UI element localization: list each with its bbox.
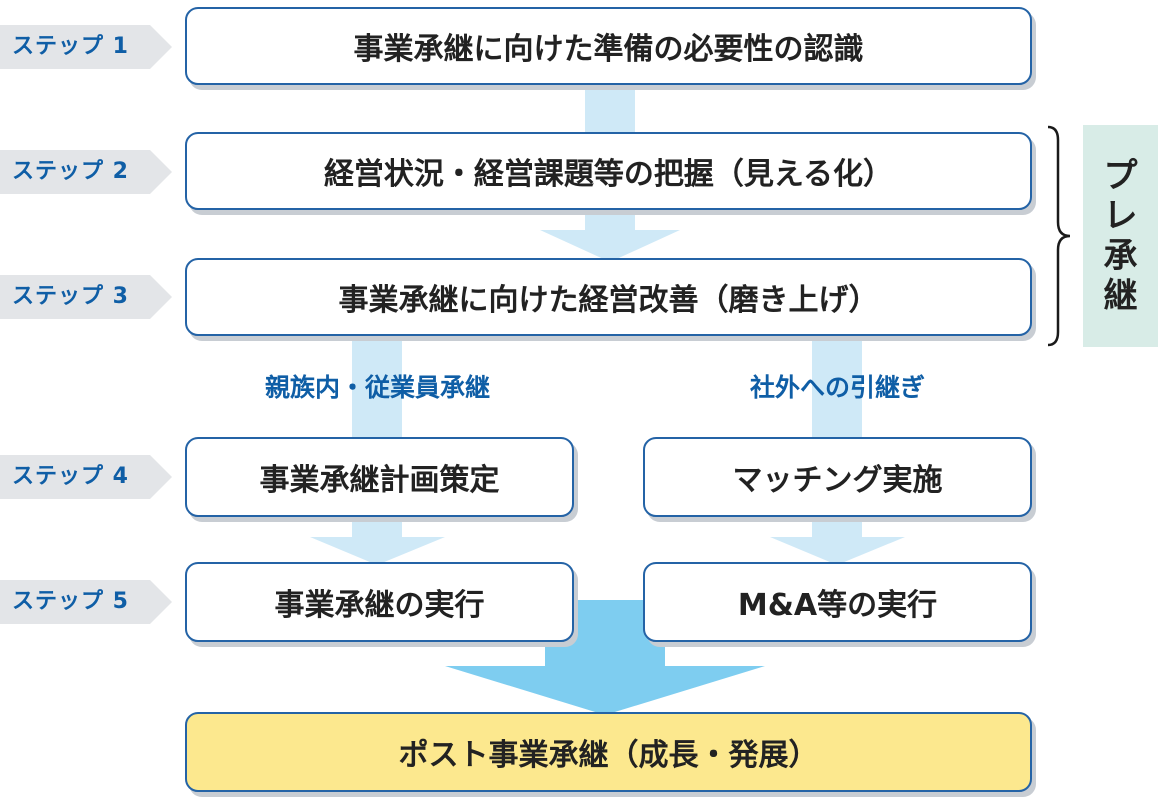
- step-label-4: ステップ 4: [0, 455, 172, 499]
- step-label-1: ステップ 1: [0, 25, 172, 69]
- post-succession-box: ポスト事業承継（成長・発展）: [185, 712, 1032, 792]
- step2-box: 経営状況・経営課題等の把握（見える化）: [185, 132, 1032, 210]
- arrow-external-shaft: [812, 517, 862, 539]
- arrow-step2-shaft: [585, 210, 635, 232]
- external-succession-label: 社外への引継ぎ: [749, 373, 925, 402]
- arrow-step3-to-external: [812, 336, 862, 438]
- arrow-step1-to-step2: [585, 85, 635, 133]
- step5-external-box: M&A等の実行: [643, 562, 1032, 642]
- pre-succession-brace: [1047, 125, 1071, 347]
- step-label-3: ステップ 3: [0, 275, 172, 319]
- arrow-step2-to-step3-head: [540, 230, 680, 262]
- pre-succession-label: プ レ 承 継: [1083, 125, 1158, 347]
- family-succession-label: 親族内・従業員承継: [264, 373, 490, 402]
- step5-family-box: 事業承継の実行: [185, 562, 574, 642]
- step3-box: 事業承継に向けた経営改善（磨き上げ）: [185, 258, 1032, 336]
- step4-family-box: 事業承継計画策定: [185, 437, 574, 517]
- arrow-step3-to-family: [352, 336, 402, 438]
- arrow-family-shaft: [352, 517, 402, 539]
- arrow-to-post-head: [445, 666, 765, 715]
- step-label-5: ステップ 5: [0, 580, 172, 624]
- step4-external-box: マッチング実施: [643, 437, 1032, 517]
- pre-succession-char: 承: [1103, 236, 1138, 276]
- arrow-family-head: [310, 537, 445, 565]
- pre-succession-char: レ: [1103, 196, 1138, 236]
- step1-box: 事業承継に向けた準備の必要性の認識: [185, 7, 1032, 85]
- pre-succession-char: プ: [1103, 156, 1138, 196]
- arrow-external-head: [770, 537, 905, 565]
- pre-succession-char: 継: [1103, 276, 1138, 316]
- step-label-2: ステップ 2: [0, 150, 172, 194]
